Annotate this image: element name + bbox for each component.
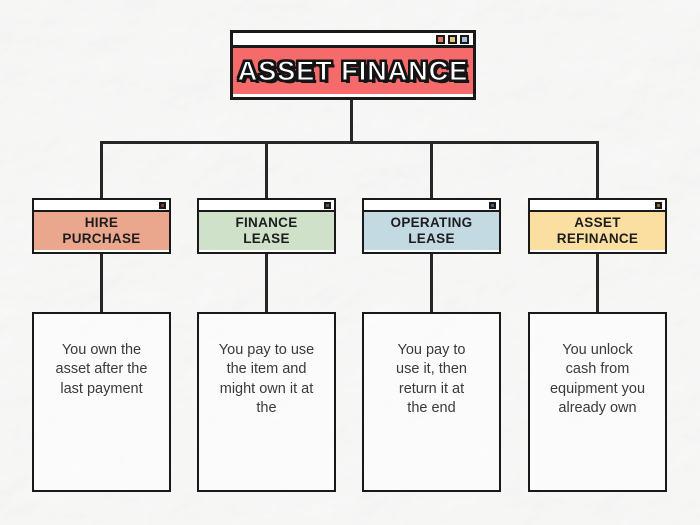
description-card-hire-purchase: You own the asset after the last payment: [32, 312, 171, 492]
root-window-titlebar: [233, 33, 473, 48]
window-button-yellow-icon: [448, 34, 457, 44]
window-button-icon: [159, 201, 166, 209]
connector-stem-operating-lease: [430, 251, 433, 314]
diagram-title: ASSET FINANCE: [237, 55, 469, 86]
window-button-blue-icon: [460, 34, 469, 44]
connector-horizontal-bar: [100, 141, 599, 144]
description-text: You own the asset after the last payment: [55, 342, 148, 397]
branch-window-asset-refinance: ASSET REFINANCE: [528, 198, 667, 254]
branch-titlebar: [530, 200, 665, 212]
connector-stem-finance-lease: [265, 251, 268, 314]
description-text: You unlock cash from equipment you alrea…: [549, 342, 646, 416]
connector-drop-asset-refinance: [596, 141, 599, 201]
window-button-icon: [324, 201, 331, 209]
branch-title-finance-lease: FINANCE LEASE: [199, 212, 334, 250]
connector-drop-finance-lease: [265, 141, 268, 201]
description-card-operating-lease: You pay to use it, then return it at the…: [362, 312, 501, 492]
description-text: You pay to use it, then return it at the…: [396, 342, 467, 416]
branch-title-operating-lease: OPERATING LEASE: [364, 212, 499, 250]
branch-title-asset-refinance: ASSET REFINANCE: [530, 212, 665, 250]
window-button-red-icon: [436, 34, 445, 44]
branch-title-hire-purchase: HIRE PURCHASE: [34, 212, 169, 250]
branch-window-finance-lease: FINANCE LEASE: [197, 198, 336, 254]
root-window-body: ASSET FINANCE: [233, 48, 473, 94]
connector-stem-asset-refinance: [596, 251, 599, 314]
connector-root-trunk: [350, 97, 353, 144]
description-card-finance-lease: You pay to use the item and might own it…: [197, 312, 336, 492]
connector-drop-operating-lease: [430, 141, 433, 201]
branch-window-operating-lease: OPERATING LEASE: [362, 198, 501, 254]
branch-titlebar: [34, 200, 169, 212]
branch-titlebar: [199, 200, 334, 212]
branch-titlebar: [364, 200, 499, 212]
window-button-icon: [655, 201, 662, 209]
branch-window-hire-purchase: HIRE PURCHASE: [32, 198, 171, 254]
connector-drop-hire-purchase: [100, 141, 103, 201]
root-window: ASSET FINANCE: [230, 30, 476, 100]
window-button-icon: [489, 201, 496, 209]
description-text: You pay to use the item and might own it…: [218, 342, 315, 416]
connector-stem-hire-purchase: [100, 251, 103, 314]
description-card-asset-refinance: You unlock cash from equipment you alrea…: [528, 312, 667, 492]
